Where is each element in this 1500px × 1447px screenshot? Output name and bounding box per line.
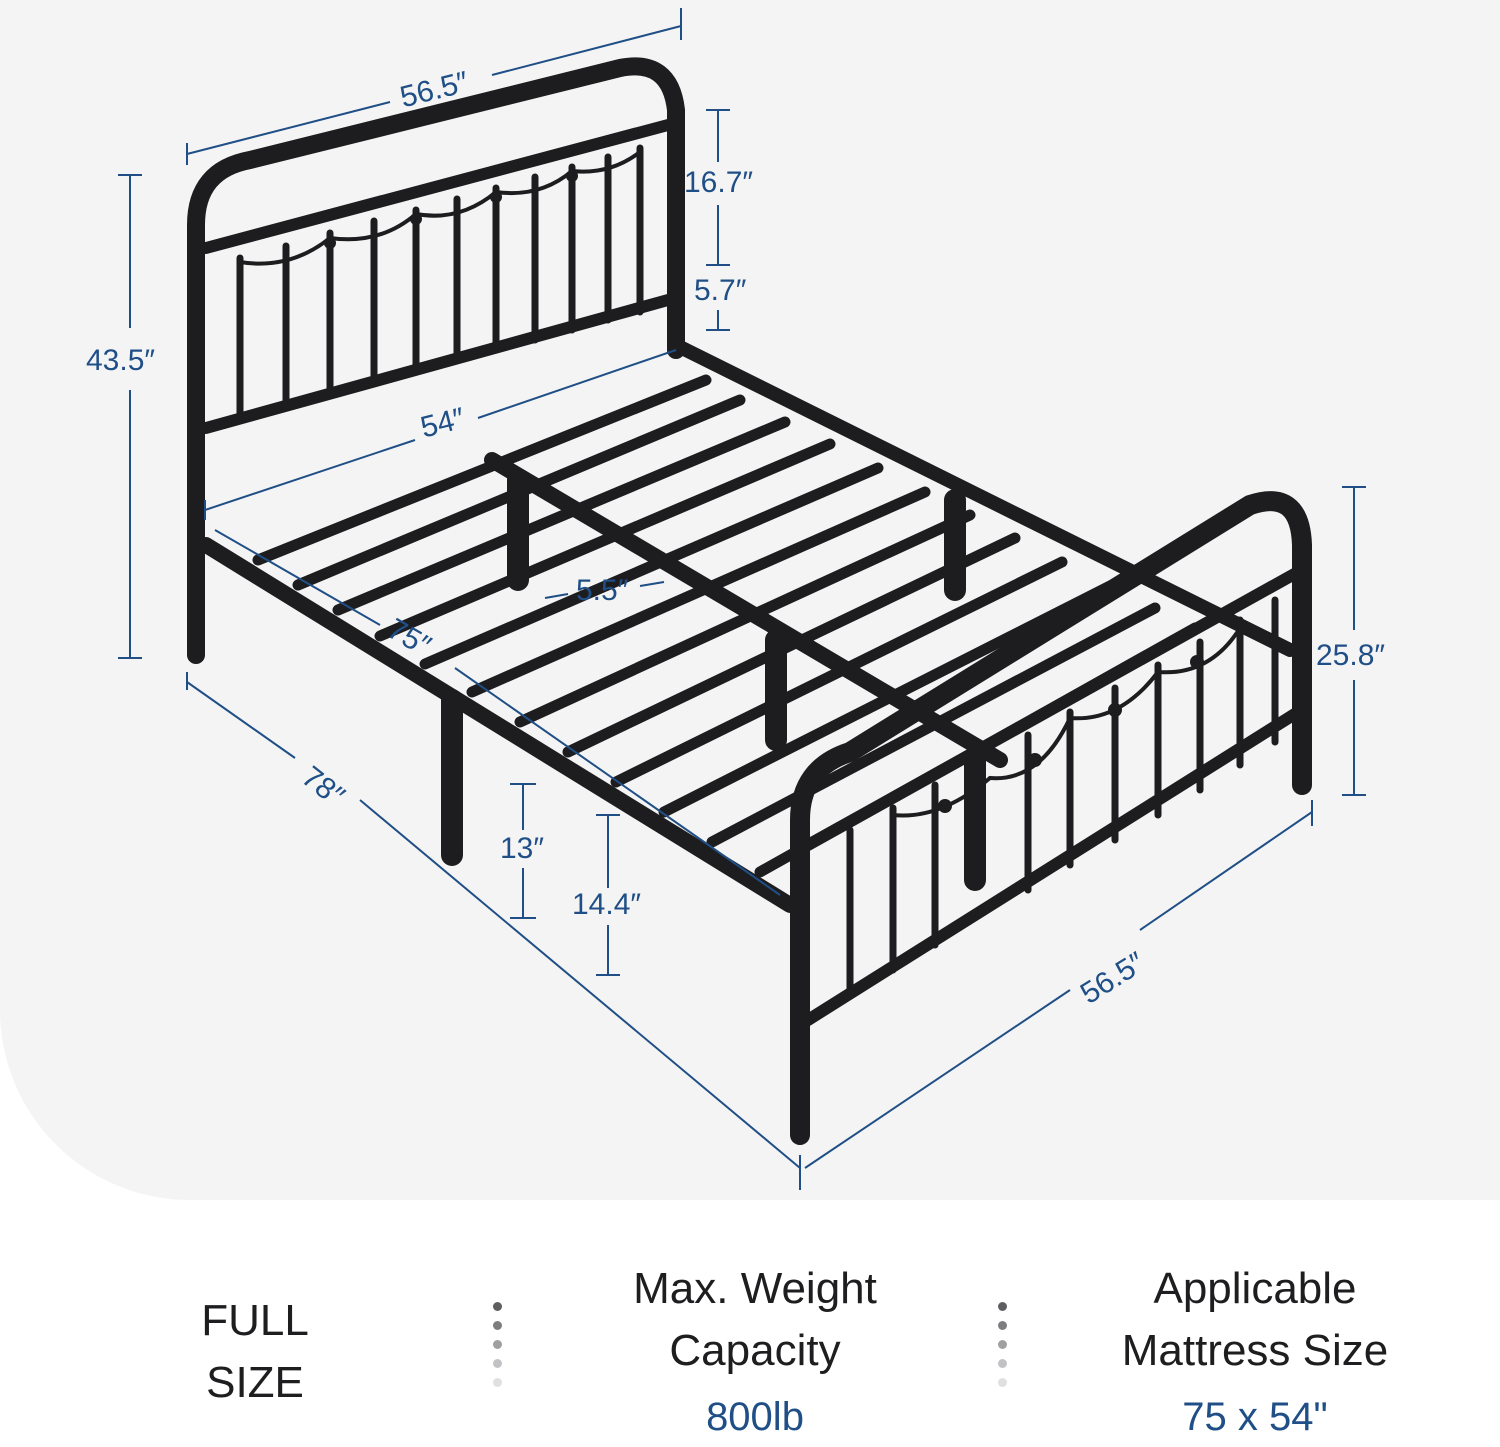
spec-size-title: FULL SIZE (201, 1296, 309, 1407)
spec-mattress-size: Applicable Mattress Size 75 x 54" (1060, 1258, 1450, 1442)
under-bed-clearance-label: 13″ (500, 832, 544, 865)
headboard-height-label: 16.7″ (684, 166, 753, 199)
legs (441, 469, 986, 891)
bed-frame-illustration (187, 57, 1312, 1145)
dimension-lines (118, 8, 1366, 1190)
bed-frame-diagram: 56.5″ 16.7″ 5.7″ 43.5″ 54″ 5.5″ 75″ 78″ … (86, 8, 1385, 1190)
headboard (187, 57, 685, 664)
dotted-divider (491, 1302, 503, 1387)
headboard-gap-label: 5.7″ (694, 274, 747, 307)
footboard-width-label: 56.5″ (1075, 946, 1151, 1011)
inner-width-label: 54″ (417, 402, 468, 445)
spec-mattress-size-value: 75 x 54" (1182, 1395, 1328, 1439)
spec-max-weight-title: Max. Weight Capacity (633, 1264, 877, 1375)
spec-size: FULL SIZE (150, 1290, 360, 1414)
product-diagram-panel: 56.5″ 16.7″ 5.7″ 43.5″ 54″ 5.5″ 75″ 78″ … (0, 0, 1500, 1200)
spec-max-weight-value: 800lb (706, 1395, 804, 1439)
side-rails (198, 338, 1297, 913)
frame-height-label: 14.4″ (572, 888, 641, 921)
spec-max-weight: Max. Weight Capacity 800lb (560, 1258, 950, 1442)
slat-gap-label: 5.5″ (576, 574, 629, 607)
overall-height-label: 43.5″ (86, 344, 155, 377)
dotted-divider (996, 1302, 1008, 1387)
overall-length-label: 78″ (295, 760, 350, 813)
footboard-height-label: 25.8″ (1316, 639, 1385, 672)
footboard (790, 491, 1312, 1145)
spec-mattress-size-title: Applicable Mattress Size (1121, 1264, 1389, 1375)
